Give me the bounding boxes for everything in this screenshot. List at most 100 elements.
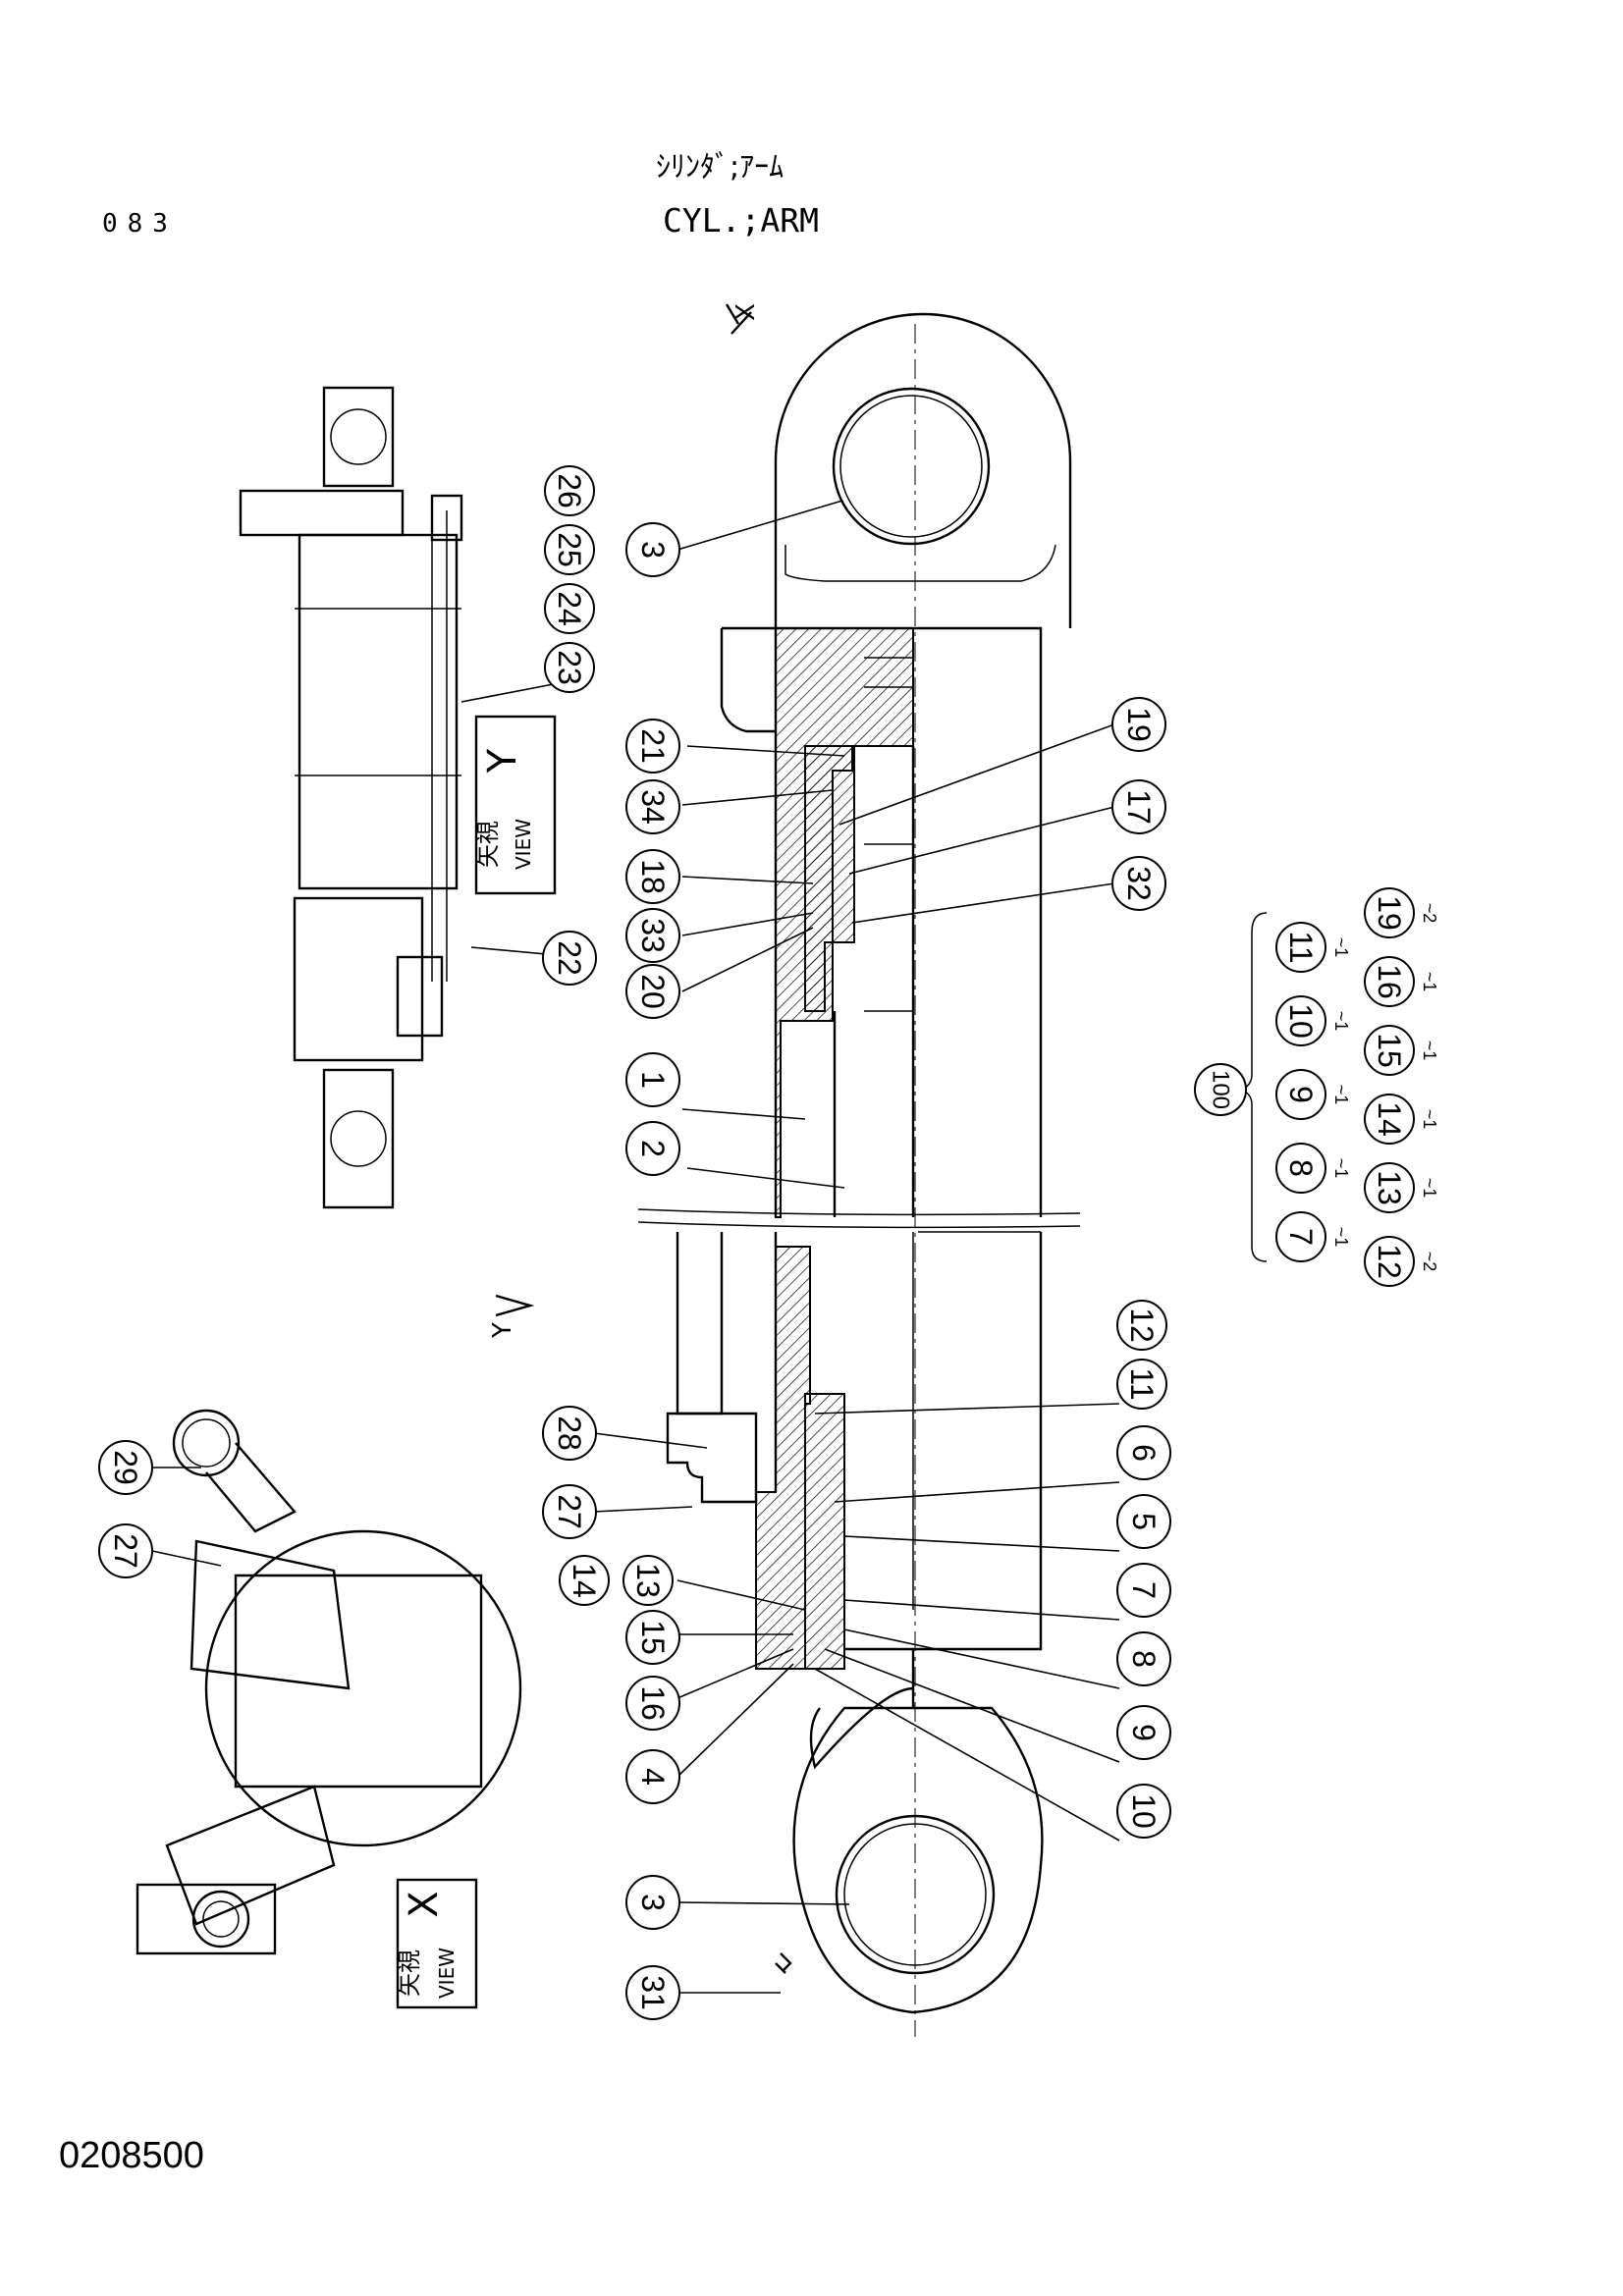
callout-22: 22 bbox=[542, 931, 597, 986]
view-x-arrow bbox=[725, 303, 752, 335]
callout-1: 1 bbox=[625, 1052, 680, 1107]
callout-6: 6 bbox=[1116, 1425, 1171, 1480]
callout-32: 32 bbox=[1111, 856, 1166, 911]
kit-note-15: ~1 bbox=[1420, 1041, 1439, 1061]
callout-33: 33 bbox=[625, 908, 680, 963]
svg-text:32: 32 bbox=[1121, 866, 1157, 901]
callout-4: 4 bbox=[625, 1749, 680, 1804]
svg-text:23: 23 bbox=[552, 650, 587, 685]
svg-text:8: 8 bbox=[1283, 1159, 1319, 1177]
kit-item-11: 11 bbox=[1275, 922, 1326, 973]
svg-text:27: 27 bbox=[552, 1494, 587, 1529]
callout-15: 15 bbox=[625, 1610, 680, 1665]
rod-end-shoulder bbox=[844, 1610, 1043, 1708]
svg-text:27: 27 bbox=[108, 1533, 143, 1569]
kit-item-14: 14 bbox=[1364, 1094, 1415, 1145]
view-y-arrow-label: Y bbox=[488, 1322, 517, 1339]
kit-note-9: ~1 bbox=[1331, 1085, 1351, 1105]
view-x-box bbox=[396, 1878, 478, 2009]
svg-text:31: 31 bbox=[635, 1975, 671, 2010]
view-x-drawing bbox=[135, 1409, 522, 1955]
callout-28: 28 bbox=[542, 1406, 597, 1461]
callout-17: 17 bbox=[1111, 779, 1166, 834]
svg-text:Y: Y bbox=[480, 748, 525, 774]
svg-text:15: 15 bbox=[635, 1620, 671, 1655]
svg-text:10: 10 bbox=[1126, 1793, 1162, 1829]
kit-item-15: 15 bbox=[1364, 1025, 1415, 1076]
callout-16: 16 bbox=[625, 1676, 680, 1731]
svg-text:6: 6 bbox=[1126, 1444, 1162, 1462]
svg-text:19: 19 bbox=[1121, 707, 1157, 742]
callout-26: 26 bbox=[544, 465, 595, 516]
svg-text:11: 11 bbox=[1283, 931, 1319, 963]
y-bottom-eye bbox=[322, 1068, 395, 1209]
callout-14: 14 bbox=[559, 1555, 610, 1606]
svg-text:X: X bbox=[402, 1891, 447, 1917]
callout-20: 20 bbox=[625, 964, 680, 1019]
view-y-arrow bbox=[495, 1294, 535, 1317]
svg-text:15: 15 bbox=[1372, 1033, 1407, 1068]
kit-item-7: 7 bbox=[1275, 1211, 1326, 1262]
callout-18: 18 bbox=[625, 849, 680, 904]
kit-note-19: ~2 bbox=[1420, 903, 1439, 924]
svg-text:16: 16 bbox=[1372, 964, 1407, 999]
svg-text:20: 20 bbox=[635, 974, 671, 1009]
callout-34: 34 bbox=[625, 779, 680, 834]
callout-25: 25 bbox=[544, 524, 595, 575]
x-eye-outer bbox=[172, 1409, 241, 1477]
callout-31: 31 bbox=[625, 1965, 680, 2020]
svg-text:1: 1 bbox=[635, 1071, 671, 1089]
view-y-box bbox=[474, 715, 557, 895]
callout-11: 11 bbox=[1116, 1359, 1167, 1410]
callout-21: 21 bbox=[625, 719, 680, 774]
svg-text:18: 18 bbox=[635, 859, 671, 894]
svg-text:25: 25 bbox=[552, 532, 587, 567]
callout-10: 10 bbox=[1116, 1784, 1171, 1839]
svg-text:VIEW: VIEW bbox=[512, 819, 535, 870]
rod-pin-bore-inner bbox=[843, 1823, 987, 1966]
kit-item-10: 10 bbox=[1275, 995, 1326, 1046]
svg-text:100: 100 bbox=[1208, 1070, 1234, 1109]
callout-19: 19 bbox=[1111, 697, 1166, 752]
kit-item-9: 9 bbox=[1275, 1069, 1326, 1120]
break-line bbox=[637, 1208, 1081, 1229]
svg-text:12: 12 bbox=[1124, 1308, 1160, 1343]
svg-text:13: 13 bbox=[630, 1563, 666, 1598]
kit-note-13: ~1 bbox=[1420, 1178, 1439, 1199]
page-code: 083 bbox=[102, 209, 178, 239]
view-y-label: 矢視 VIEW Y bbox=[474, 748, 535, 870]
head-port-block bbox=[720, 626, 776, 733]
svg-text:矢視: 矢視 bbox=[474, 821, 502, 868]
svg-text:11: 11 bbox=[1124, 1367, 1160, 1400]
callout-3b: 3 bbox=[625, 1875, 680, 1930]
svg-text:矢視: 矢視 bbox=[396, 1949, 423, 1997]
kit-note-16: ~1 bbox=[1420, 972, 1439, 992]
svg-text:7: 7 bbox=[1283, 1228, 1319, 1246]
svg-text:10: 10 bbox=[1283, 1003, 1319, 1039]
callout-2: 2 bbox=[625, 1121, 680, 1176]
view-y-drawing bbox=[239, 386, 463, 1209]
y-tube-lower bbox=[293, 896, 424, 1062]
svg-text:16: 16 bbox=[635, 1685, 671, 1721]
kit-item-12: 12 bbox=[1364, 1236, 1415, 1287]
callout-13: 13 bbox=[622, 1555, 674, 1606]
leader-lines bbox=[151, 500, 1120, 1994]
title-japanese: ｼﾘﾝﾀﾞ;ｱｰﾑ bbox=[656, 150, 784, 185]
callout-5: 5 bbox=[1116, 1494, 1171, 1549]
svg-text:2: 2 bbox=[635, 1140, 671, 1157]
callout-29: 29 bbox=[98, 1440, 153, 1495]
svg-text:19: 19 bbox=[1372, 895, 1407, 931]
callout-24: 24 bbox=[544, 583, 595, 634]
callout-3a: 3 bbox=[625, 522, 680, 577]
svg-text:9: 9 bbox=[1126, 1724, 1162, 1741]
piston-section bbox=[804, 745, 855, 1012]
svg-text:8: 8 bbox=[1126, 1650, 1162, 1668]
rod-port-pipe bbox=[676, 1232, 724, 1415]
rod-pin-bore-outer bbox=[835, 1814, 996, 1975]
kit-note-8: ~1 bbox=[1331, 1158, 1351, 1179]
callout-12: 12 bbox=[1116, 1300, 1167, 1351]
svg-text:4: 4 bbox=[635, 1768, 671, 1786]
seal-kit-assembly: 100 bbox=[1194, 1063, 1247, 1116]
svg-text:14: 14 bbox=[567, 1563, 602, 1598]
